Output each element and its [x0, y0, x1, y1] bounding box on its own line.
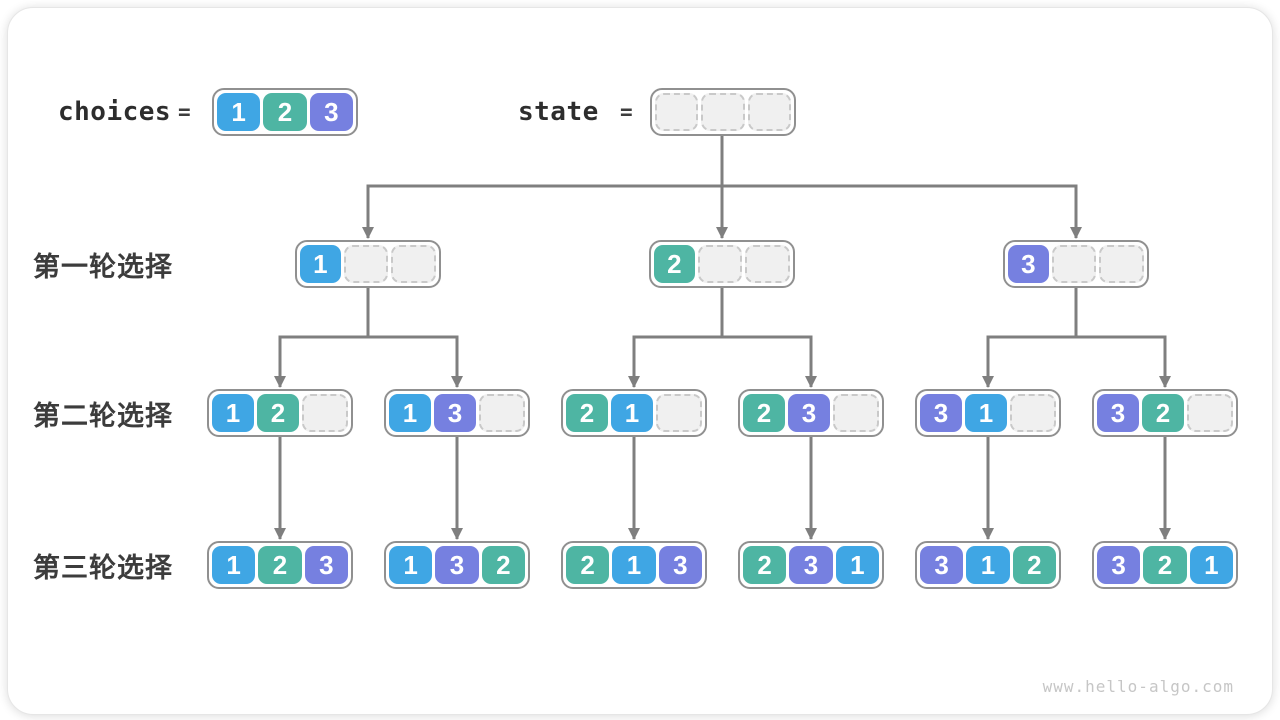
- value-slot: 3: [434, 394, 476, 432]
- value-slot: 2: [654, 245, 695, 283]
- value-slot: 1: [835, 546, 879, 584]
- value-slot: 3: [1008, 245, 1049, 283]
- value-slot: 3: [788, 394, 830, 432]
- empty-slot: [479, 394, 525, 432]
- value-slot: 2: [566, 546, 610, 584]
- watermark: www.hello-algo.com: [1042, 677, 1234, 696]
- empty-slot: [1010, 394, 1056, 432]
- round1-node-3: 3: [1003, 240, 1149, 288]
- value-slot: 1: [966, 546, 1010, 584]
- state-array-node: [650, 88, 796, 136]
- value-slot: 1: [217, 93, 261, 131]
- empty-slot: [1187, 394, 1233, 432]
- value-slot: 3: [920, 546, 964, 584]
- round1-node-2: 2: [649, 240, 795, 288]
- round-2-label: 第二轮选择: [33, 400, 173, 431]
- empty-slot: [701, 93, 745, 131]
- value-slot: 3: [304, 546, 348, 584]
- value-slot: 1: [389, 394, 431, 432]
- value-slot: 1: [389, 546, 433, 584]
- value-slot: 1: [212, 394, 254, 432]
- value-slot: 2: [1142, 394, 1184, 432]
- value-slot: 2: [1143, 546, 1187, 584]
- value-slot: 3: [1097, 546, 1141, 584]
- empty-slot: [391, 245, 437, 283]
- value-slot: 2: [566, 394, 608, 432]
- value-slot: 3: [435, 546, 479, 584]
- value-slot: 1: [300, 245, 341, 283]
- value-slot: 3: [920, 394, 962, 432]
- round-3-label: 第三轮选择: [33, 552, 173, 583]
- choices-equals-sign: =: [178, 100, 191, 124]
- empty-slot: [833, 394, 879, 432]
- empty-slot: [697, 245, 743, 283]
- value-slot: 2: [743, 394, 785, 432]
- round1-node-1: 1: [295, 240, 441, 288]
- value-slot: 3: [789, 546, 833, 584]
- value-slot: 1: [1189, 546, 1233, 584]
- choices-label: choices: [58, 97, 172, 127]
- round-1-label: 第一轮选择: [33, 251, 173, 282]
- value-slot: 3: [1097, 394, 1139, 432]
- value-slot: 2: [257, 394, 299, 432]
- empty-slot: [747, 93, 791, 131]
- empty-slot: [655, 93, 699, 131]
- empty-slot: [302, 394, 348, 432]
- value-slot: 2: [263, 93, 307, 131]
- value-slot: 3: [658, 546, 702, 584]
- state-equals-sign: =: [620, 100, 633, 124]
- value-slot: 3: [309, 93, 353, 131]
- state-label: state: [518, 97, 599, 127]
- value-slot: 1: [612, 546, 656, 584]
- empty-slot: [1099, 245, 1145, 283]
- value-slot: 1: [611, 394, 653, 432]
- value-slot: 2: [1012, 546, 1056, 584]
- value-slot: 2: [258, 546, 302, 584]
- empty-slot: [745, 245, 791, 283]
- empty-slot: [1051, 245, 1097, 283]
- empty-slot: [343, 245, 389, 283]
- empty-slot: [656, 394, 702, 432]
- value-slot: 2: [743, 546, 787, 584]
- value-slot: 2: [481, 546, 525, 584]
- value-slot: 1: [965, 394, 1007, 432]
- value-slot: 1: [212, 546, 256, 584]
